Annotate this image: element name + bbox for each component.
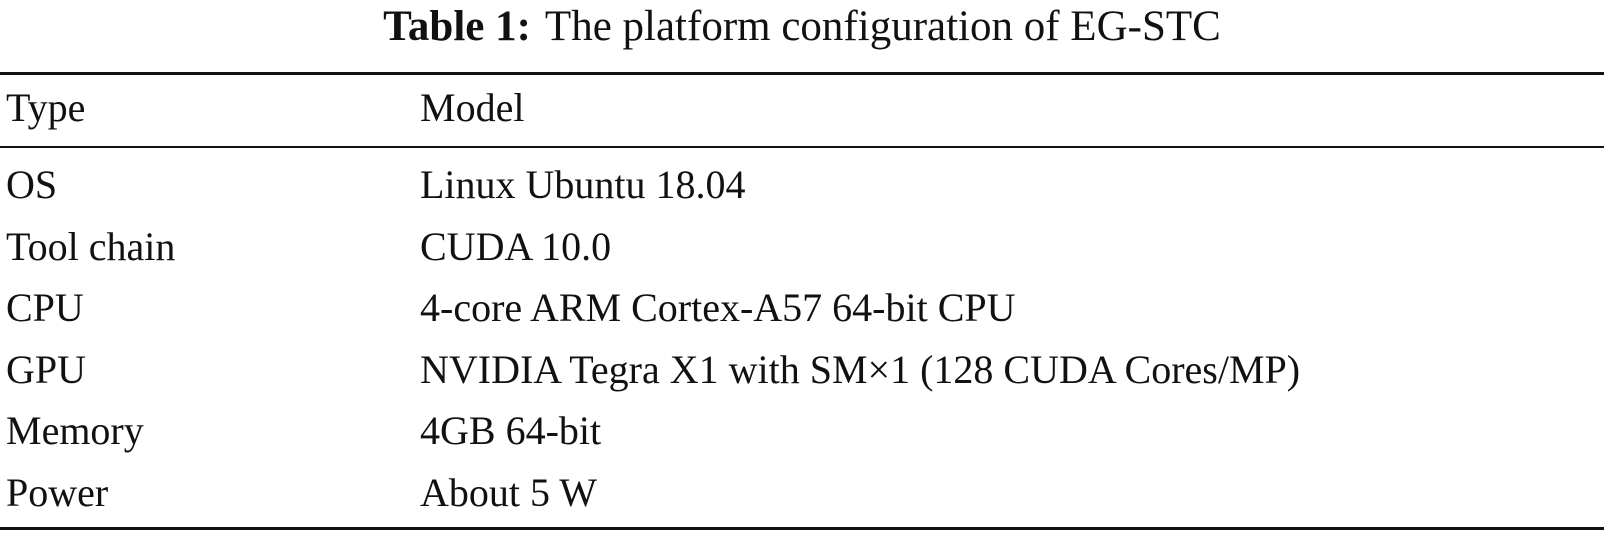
row-model-cell: Linux Ubuntu 18.04 bbox=[420, 162, 746, 207]
row-type-cell: Tool chain bbox=[6, 223, 176, 269]
row-type-cell: Memory bbox=[6, 408, 144, 454]
row-type-cell: OS bbox=[6, 162, 58, 207]
row-model-cell: About 5 W bbox=[420, 469, 598, 515]
table-row: Memory 4GB 64-bit bbox=[0, 401, 1604, 461]
table-row: Power About 5 W bbox=[0, 463, 1604, 523]
table-bottom-rule bbox=[0, 527, 1604, 530]
table-body: OS Linux Ubuntu 18.04 Tool chain CUDA 10… bbox=[0, 155, 1604, 525]
row-type-cell: CPU bbox=[6, 285, 84, 331]
table-row: GPU NVIDIA Tegra X1 with SM×1 (128 CUDA … bbox=[0, 340, 1604, 400]
table-row: CPU 4-core ARM Cortex-A57 64-bit CPU bbox=[0, 278, 1604, 338]
table-top-rule bbox=[0, 72, 1604, 75]
table-caption: Table 1: The platform configuration of EG… bbox=[0, 2, 1604, 52]
table-row: Tool chain CUDA 10.0 bbox=[0, 217, 1604, 277]
row-model-cell: CUDA 10.0 bbox=[420, 223, 612, 269]
header-type: Type bbox=[6, 85, 86, 130]
table-row: OS Linux Ubuntu 18.04 bbox=[0, 155, 1604, 215]
row-model-cell: NVIDIA Tegra X1 with SM×1 (128 CUDA Core… bbox=[420, 346, 1301, 392]
table-header-row: Type Model bbox=[0, 78, 1604, 138]
table-caption-label: Table 1: bbox=[383, 3, 531, 50]
row-type-cell: Power bbox=[6, 469, 109, 515]
row-type-cell: GPU bbox=[6, 346, 87, 392]
table-header-rule bbox=[0, 146, 1604, 148]
row-model-cell: 4-core ARM Cortex-A57 64-bit CPU bbox=[420, 285, 1016, 331]
header-model: Model bbox=[420, 85, 525, 130]
table-caption-text: The platform configuration of EG-STC bbox=[544, 3, 1221, 50]
row-model-cell: 4GB 64-bit bbox=[420, 408, 602, 454]
